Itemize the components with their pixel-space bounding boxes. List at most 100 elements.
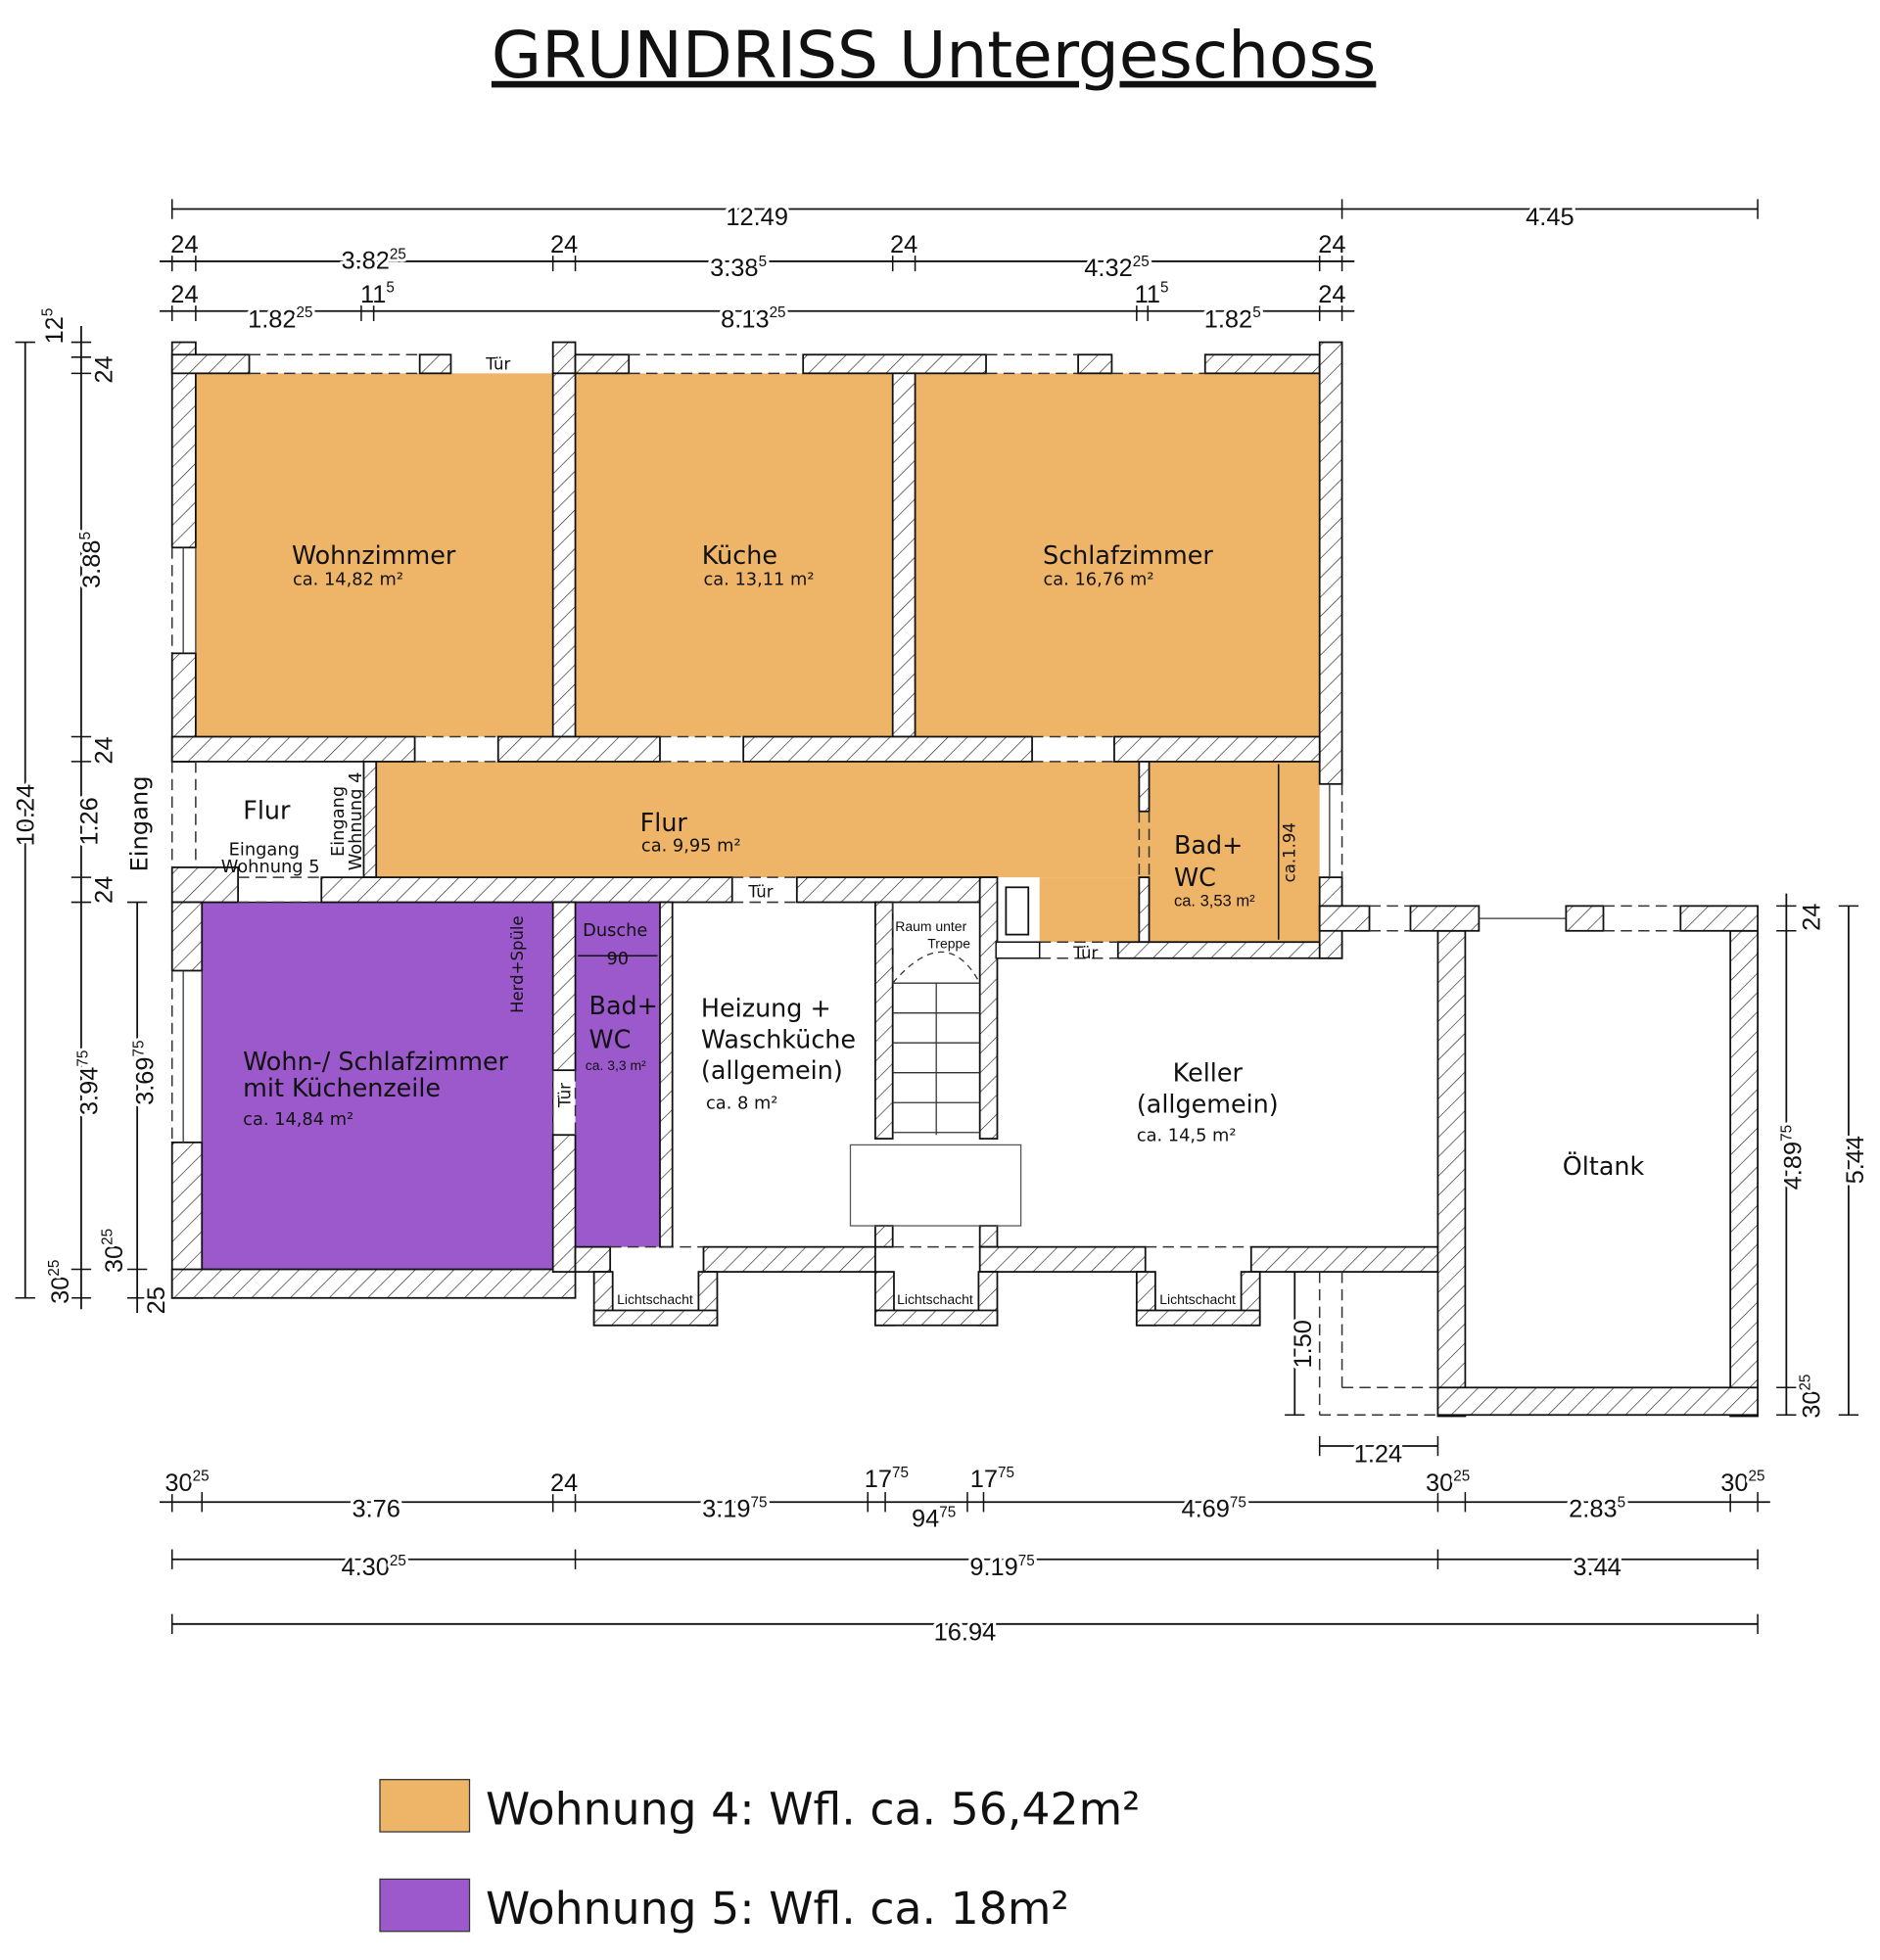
dimension-value: 24 bbox=[550, 1470, 578, 1497]
wall bbox=[1116, 941, 1343, 959]
wall bbox=[978, 876, 999, 1140]
wall bbox=[802, 353, 987, 375]
wall bbox=[1077, 353, 1113, 375]
dimension-label: 3.76 bbox=[352, 1495, 400, 1522]
wall bbox=[874, 901, 894, 1140]
wall bbox=[891, 372, 916, 738]
wall-white bbox=[995, 941, 1041, 959]
heizung-area: ca. 8 m² bbox=[706, 1094, 777, 1114]
legend-swatch-wohnung5 bbox=[379, 1878, 471, 1933]
dimension-value: 9.19 bbox=[969, 1554, 1017, 1581]
dimension-value: 30 bbox=[47, 1277, 74, 1304]
dimension-superscript: 75 bbox=[1018, 1553, 1035, 1569]
oeltank-label: Öltank bbox=[1563, 1151, 1645, 1181]
walls bbox=[170, 341, 1760, 1418]
dimension-value: 3.19 bbox=[702, 1495, 750, 1522]
dimension-label: 25 bbox=[143, 1286, 170, 1314]
door-label-heizung: Tür bbox=[747, 882, 773, 901]
heizung-line2: Waschküche bbox=[701, 1024, 856, 1053]
wohn5-area: ca. 14,84 m² bbox=[243, 1109, 353, 1130]
wall bbox=[170, 353, 251, 375]
keller-area: ca. 14,5 m² bbox=[1137, 1126, 1237, 1146]
dimension-value: 1.82 bbox=[248, 305, 296, 333]
dimension-superscript: 5 bbox=[386, 280, 394, 297]
bad5-line2: WC bbox=[589, 1024, 632, 1053]
dimension-superscript: 75 bbox=[74, 1050, 91, 1067]
dimension-superscript: 75 bbox=[1778, 1125, 1795, 1142]
door-label-top: Tür bbox=[485, 355, 510, 374]
dimension-label: 3.8225 bbox=[341, 246, 405, 274]
dimension-value: 3.88 bbox=[78, 540, 106, 588]
wohnzimmer-area: ca. 14,82 m² bbox=[293, 569, 403, 589]
room-labels: Wohnzimmer ca. 14,82 m² Küche ca. 13,11 … bbox=[125, 355, 1644, 1308]
keller-line2: (allgemein) bbox=[1137, 1089, 1279, 1118]
legend-swatch-wohnung4 bbox=[379, 1779, 471, 1833]
wohn5-fill bbox=[201, 901, 554, 1271]
wall bbox=[170, 1268, 577, 1299]
dimension-value: 30 bbox=[1426, 1470, 1453, 1497]
legend-label-wohnung4: Wohnung 4: Wfl. ca. 56,42m² bbox=[486, 1783, 1140, 1835]
dimension-value: 24 bbox=[1318, 231, 1345, 258]
dimension-label: 3025 bbox=[1798, 1375, 1826, 1419]
wall bbox=[1138, 876, 1151, 944]
wall bbox=[1436, 1386, 1760, 1417]
stair-arc bbox=[892, 951, 981, 984]
dimension-value: 1.26 bbox=[75, 797, 103, 845]
dimension-label: 24 bbox=[1318, 231, 1345, 258]
dimension-label: 3.9475 bbox=[74, 1050, 103, 1115]
dimension-superscript: 75 bbox=[130, 1040, 147, 1056]
wall bbox=[551, 901, 577, 1072]
dimension-value: 24 bbox=[550, 231, 578, 258]
dimension-label: 9.1975 bbox=[969, 1553, 1034, 1581]
wall bbox=[418, 353, 452, 375]
dimension-value: 30 bbox=[101, 1245, 128, 1273]
bad5-fill bbox=[575, 902, 660, 1247]
dimension-label: 24 bbox=[91, 355, 118, 383]
flur4-label: Flur bbox=[640, 808, 688, 837]
dimension-value: 30 bbox=[1799, 1391, 1826, 1419]
dimension-superscript: 25 bbox=[390, 1553, 406, 1569]
dimension-value: 3.94 bbox=[75, 1067, 103, 1115]
wall bbox=[874, 1309, 999, 1327]
dimension-superscript: 5 bbox=[1160, 280, 1168, 297]
herd-spuele-label: Herd+Spüle bbox=[508, 915, 527, 1013]
dimension-label: 115 bbox=[1135, 280, 1169, 308]
dimension-label: 4.8975 bbox=[1778, 1125, 1807, 1190]
wall bbox=[551, 372, 577, 738]
wall bbox=[170, 735, 416, 763]
dimension-label: 2.835 bbox=[1569, 1494, 1625, 1522]
dimension-value: 3.69 bbox=[132, 1056, 160, 1104]
dimension-superscript: 25 bbox=[100, 1229, 117, 1245]
dimension-label: 3025 bbox=[1720, 1469, 1764, 1497]
flur5-label: Flur bbox=[243, 795, 291, 824]
wall bbox=[659, 901, 674, 1248]
wall bbox=[496, 735, 661, 763]
dimension-value: 24 bbox=[1799, 904, 1826, 931]
dimension-value: 12.49 bbox=[726, 204, 788, 231]
wall bbox=[874, 1225, 894, 1248]
dimension-label: 1.825 bbox=[1204, 304, 1261, 333]
schlafzimmer-label: Schlafzimmer bbox=[1043, 540, 1213, 570]
dimension-value: 3.44 bbox=[1573, 1554, 1621, 1581]
dimension-label: 1.26 bbox=[75, 797, 103, 845]
lichtschacht-label-1: Lichtschacht bbox=[617, 1291, 693, 1307]
dimension-value: 12 bbox=[41, 316, 69, 344]
dimension-value: 8.13 bbox=[721, 305, 769, 333]
kueche-fill bbox=[575, 373, 893, 737]
wall bbox=[1249, 1245, 1439, 1273]
dimension-label: 1.50 bbox=[1290, 1320, 1317, 1368]
wall bbox=[170, 901, 204, 972]
dimension-superscript: 75 bbox=[1230, 1494, 1246, 1511]
dimension-value: 16.94 bbox=[934, 1618, 997, 1646]
flur4-area: ca. 9,95 m² bbox=[641, 835, 741, 856]
dimension-superscript: 25 bbox=[1798, 1375, 1814, 1391]
bad5-line1: Bad+ bbox=[589, 991, 658, 1020]
dimension-value: 25 bbox=[143, 1286, 170, 1314]
dimension-superscript: 5 bbox=[1618, 1494, 1625, 1511]
keller-line1: Keller bbox=[1173, 1058, 1244, 1088]
dimension-label: 5.44 bbox=[1842, 1136, 1869, 1184]
dimension-value: 24 bbox=[1318, 281, 1345, 308]
wall bbox=[702, 1245, 876, 1273]
bad4-line2: WC bbox=[1174, 863, 1216, 892]
dimension-label: 3025 bbox=[1426, 1469, 1470, 1497]
